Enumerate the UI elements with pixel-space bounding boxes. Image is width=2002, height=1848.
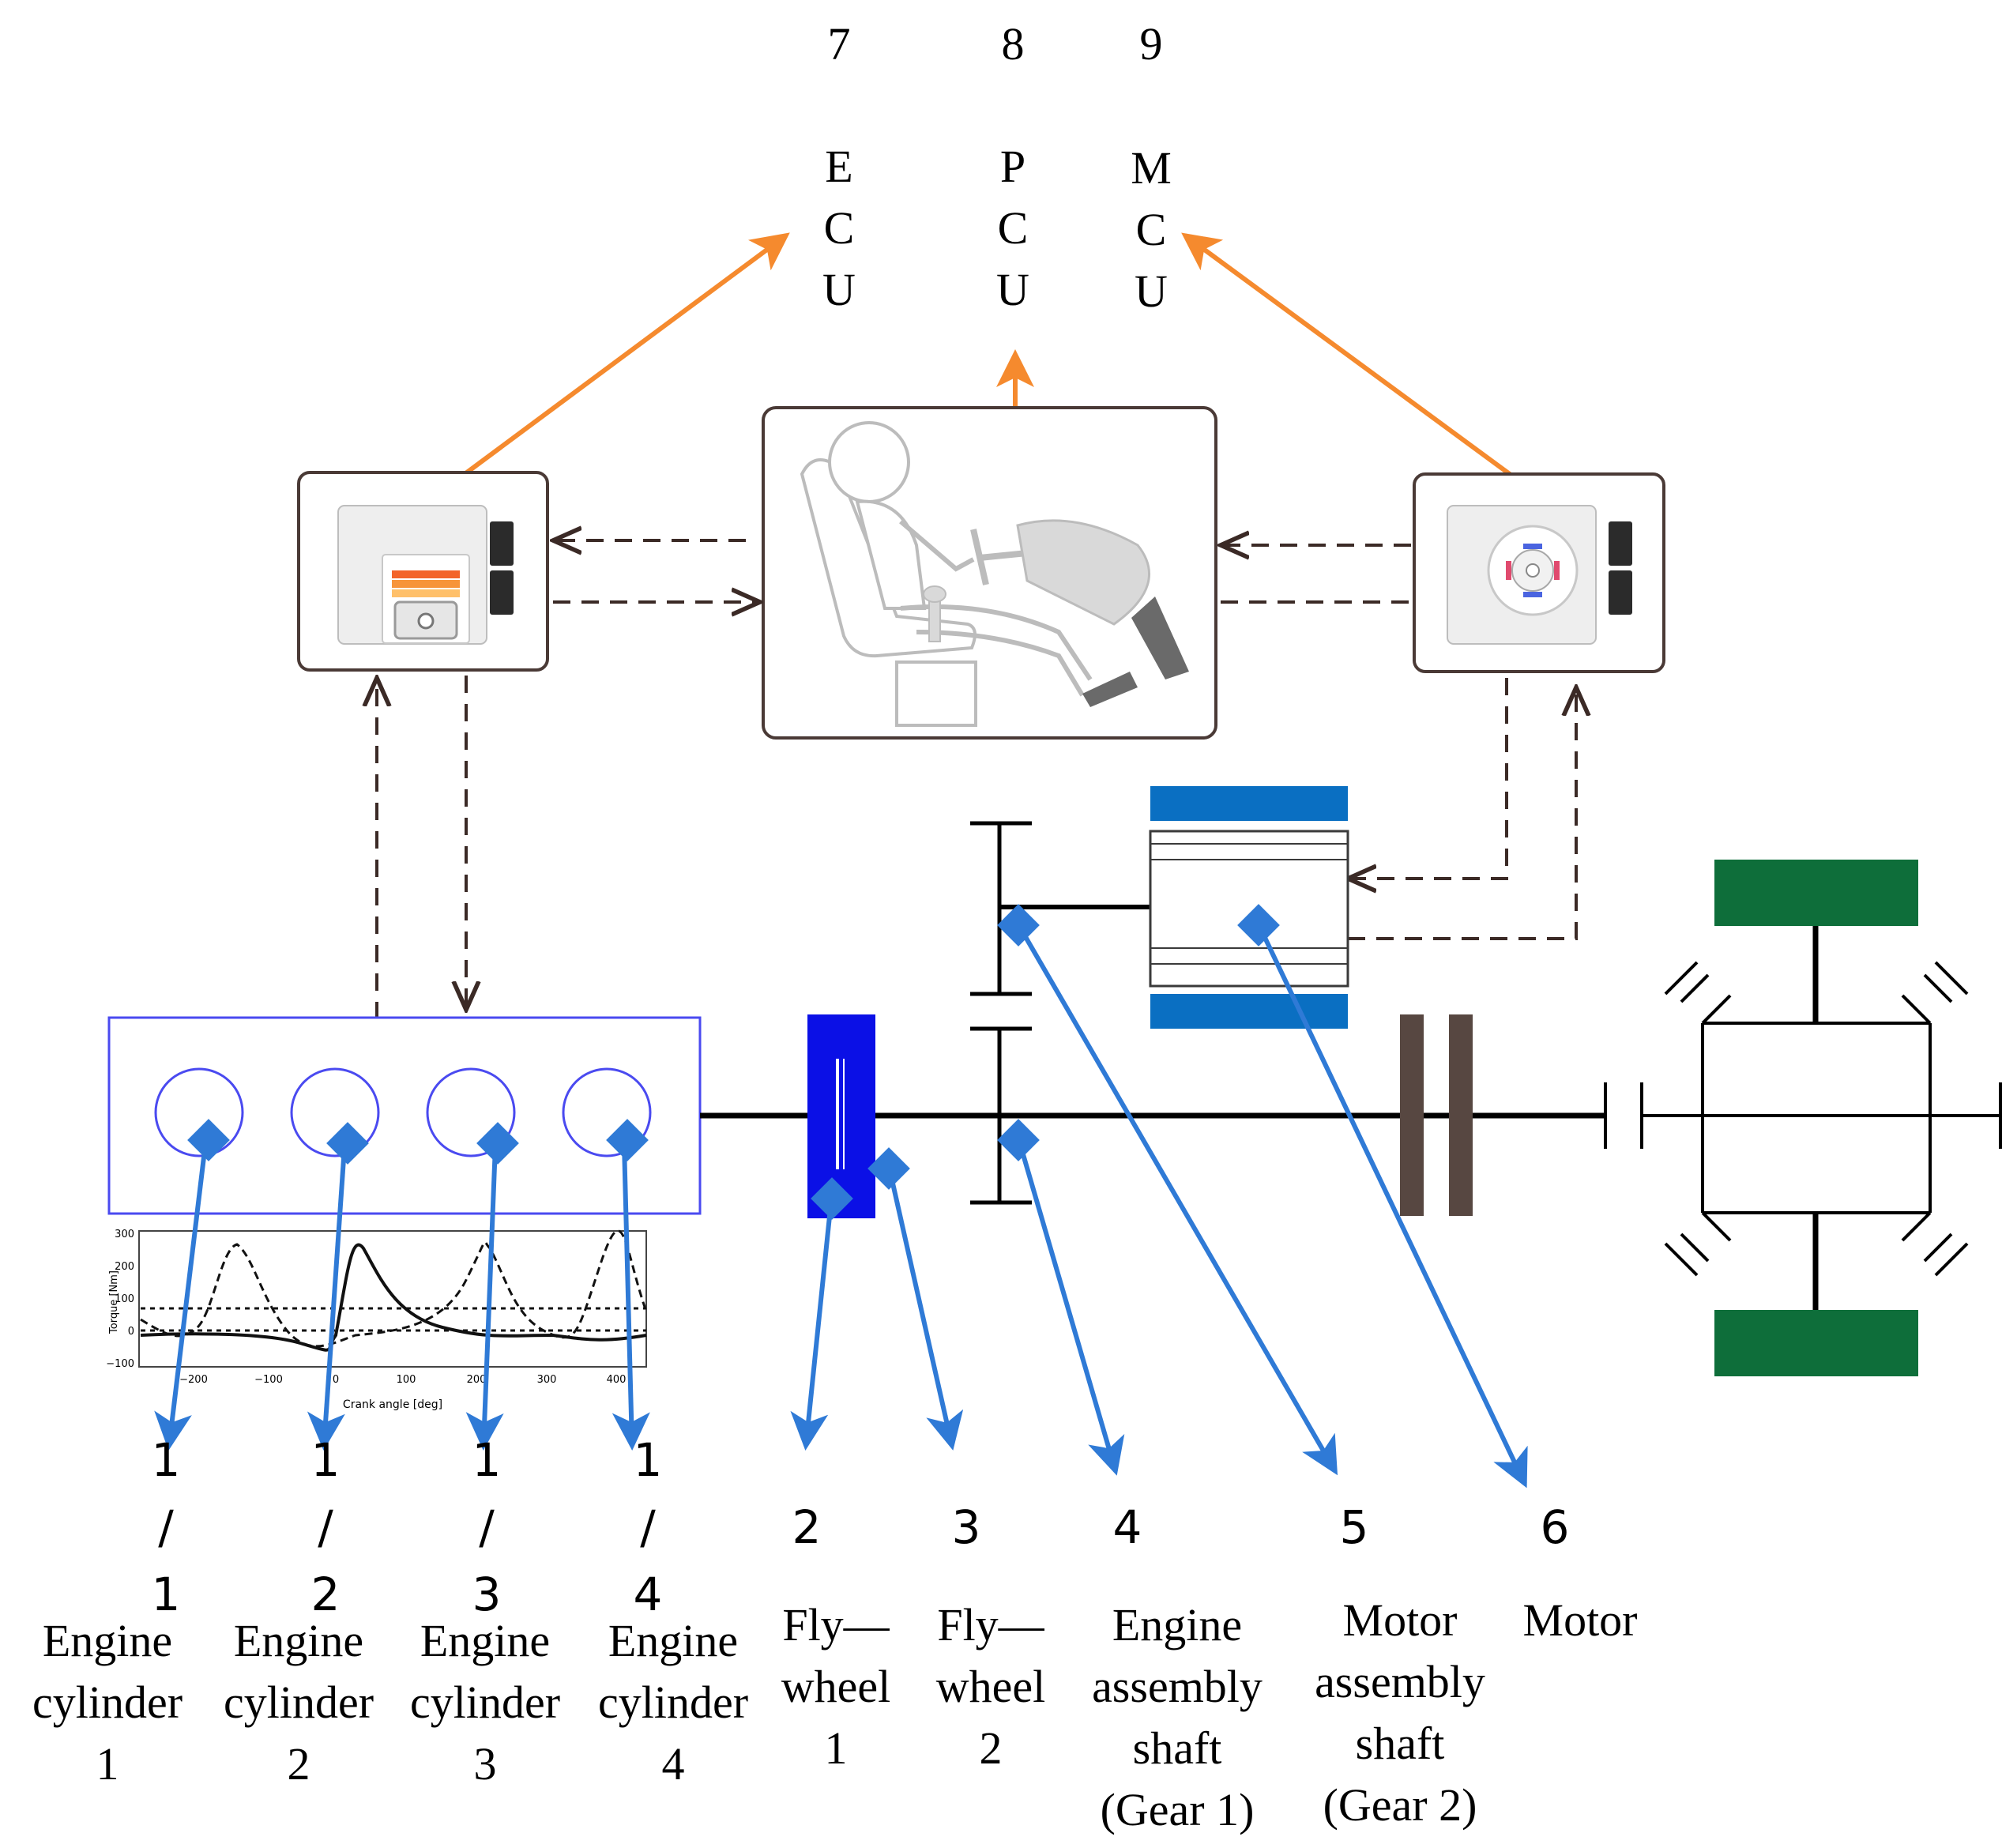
label-engine-cylinder-4: 1 / 4 Engine cylinder 4: [598, 1433, 748, 1790]
cyl1-line-3: 1: [96, 1738, 119, 1790]
fw1-number: 2: [792, 1500, 822, 1554]
mcu-number: 9: [1140, 18, 1163, 70]
plot-ytick-2: 200: [115, 1261, 134, 1273]
plot-ylabel: Torque [Nm]: [108, 1270, 120, 1334]
ecu-letter-3: U: [822, 264, 856, 315]
plot-xtick-4: 100: [397, 1374, 416, 1386]
ecu-number: 7: [828, 18, 851, 70]
fw1-line-3: 1: [825, 1722, 848, 1774]
eas-number: 4: [1113, 1500, 1142, 1554]
label-motor-assembly-shaft: 5 Motor assembly shaft (Gear 2): [1315, 1500, 1485, 1831]
controller-mcu-label: 9 M C U: [1131, 18, 1172, 317]
pcu-letter-3: U: [996, 264, 1029, 315]
plot-ytick-4: 0: [128, 1326, 134, 1338]
pcu-letter-1: P: [1000, 141, 1025, 192]
cyl1-number: 1: [152, 1433, 181, 1487]
eas-line-1: Engine: [1112, 1599, 1242, 1650]
cyl4-line-1: Engine: [608, 1615, 738, 1666]
motor-number: 6: [1541, 1500, 1570, 1554]
plot-ytick-3: 100: [115, 1293, 134, 1305]
plot-ytick-1: 300: [115, 1229, 134, 1240]
plot-xtick-2: −100: [254, 1374, 283, 1386]
mas-line-2: assembly: [1315, 1656, 1485, 1707]
ecu-letter-1: E: [825, 141, 852, 192]
mas-line-1: Motor: [1343, 1594, 1458, 1646]
cyl4-line-3: 4: [662, 1738, 685, 1790]
label-engine-assembly-shaft: 4 Engine assembly shaft (Gear 1): [1092, 1500, 1263, 1835]
cyl3-line-2: cylinder: [410, 1677, 560, 1728]
eas-line-4: (Gear 1): [1101, 1784, 1255, 1835]
label-flywheel-2: 3 Fly— wheel 2: [936, 1500, 1046, 1774]
mcu-unit: [1413, 472, 1665, 673]
drivetrain: [107, 786, 2002, 1376]
fw2-line-2: wheel: [936, 1661, 1046, 1712]
mas-line-3: shaft: [1356, 1718, 1445, 1769]
fw2-line-1: Fly—: [937, 1599, 1044, 1650]
controller-pcu-label: 8 P C U: [996, 18, 1029, 315]
cyl2-line-3: 2: [288, 1738, 310, 1790]
fw1-line-2: wheel: [781, 1661, 891, 1712]
fw2-line-3: 2: [980, 1722, 1003, 1774]
plot-xtick-1: −200: [179, 1374, 208, 1386]
eas-line-2: assembly: [1092, 1661, 1263, 1712]
plot-xlabel: Crank angle [deg]: [343, 1398, 442, 1411]
cyl4-sub: 4: [634, 1568, 663, 1621]
cyl3-slash: /: [479, 1500, 495, 1554]
cyl2-line-2: cylinder: [224, 1677, 374, 1728]
plot-ytick-5: −100: [106, 1358, 134, 1370]
torque-plot: Torque [Nm] Crank angle [deg] 300 200 10…: [106, 1229, 648, 1411]
ecu-unit: [297, 471, 549, 672]
fw1-line-1: Fly—: [782, 1599, 890, 1650]
mcu-letter-1: M: [1131, 142, 1172, 194]
cyl2-line-1: Engine: [234, 1615, 363, 1666]
plot-xtick-7: 400: [607, 1374, 627, 1386]
cyl1-line-1: Engine: [43, 1615, 172, 1666]
cyl4-line-2: cylinder: [598, 1677, 748, 1728]
cyl2-number: 1: [311, 1433, 341, 1487]
controller-ecu-label: 7 E C U: [822, 18, 856, 315]
fw2-number: 3: [952, 1500, 981, 1554]
cyl1-sub: 1: [152, 1568, 181, 1621]
cyl2-sub: 2: [311, 1568, 341, 1621]
pcu-letter-2: C: [998, 202, 1029, 254]
plot-xtick-3: 0: [333, 1374, 339, 1386]
label-engine-cylinder-1: 1 / 1 Engine cylinder 1: [32, 1433, 183, 1790]
cyl1-slash: /: [158, 1500, 174, 1554]
cyl4-number: 1: [634, 1433, 663, 1487]
motor-line-1: Motor: [1523, 1594, 1638, 1646]
mcu-letter-2: C: [1136, 204, 1167, 255]
mas-number: 5: [1340, 1500, 1369, 1554]
cyl3-line-1: Engine: [420, 1615, 550, 1666]
cyl4-slash: /: [640, 1500, 656, 1554]
cyl1-line-2: cylinder: [32, 1677, 183, 1728]
eas-line-3: shaft: [1133, 1722, 1222, 1774]
signal-lines: [377, 540, 1576, 1019]
plot-xtick-5: 200: [467, 1374, 487, 1386]
cyl2-slash: /: [318, 1500, 333, 1554]
plot-xtick-6: 300: [537, 1374, 557, 1386]
cyl3-line-3: 3: [474, 1738, 497, 1790]
blue-pointers: [154, 904, 1528, 1489]
cyl3-sub: 3: [472, 1568, 502, 1621]
label-flywheel-1: 2 Fly— wheel 1: [781, 1500, 891, 1774]
ecu-letter-2: C: [824, 202, 855, 254]
label-engine-cylinder-2: 1 / 2 Engine cylinder 2: [224, 1433, 374, 1790]
mcu-letter-3: U: [1135, 265, 1168, 317]
cyl3-number: 1: [472, 1433, 502, 1487]
pcu-driver-unit: [762, 406, 1217, 740]
label-engine-cylinder-3: 1 / 3 Engine cylinder 3: [410, 1433, 560, 1790]
label-motor: 6 Motor: [1523, 1500, 1638, 1646]
mas-line-4: (Gear 2): [1323, 1779, 1477, 1831]
pcu-number: 8: [1002, 18, 1025, 70]
